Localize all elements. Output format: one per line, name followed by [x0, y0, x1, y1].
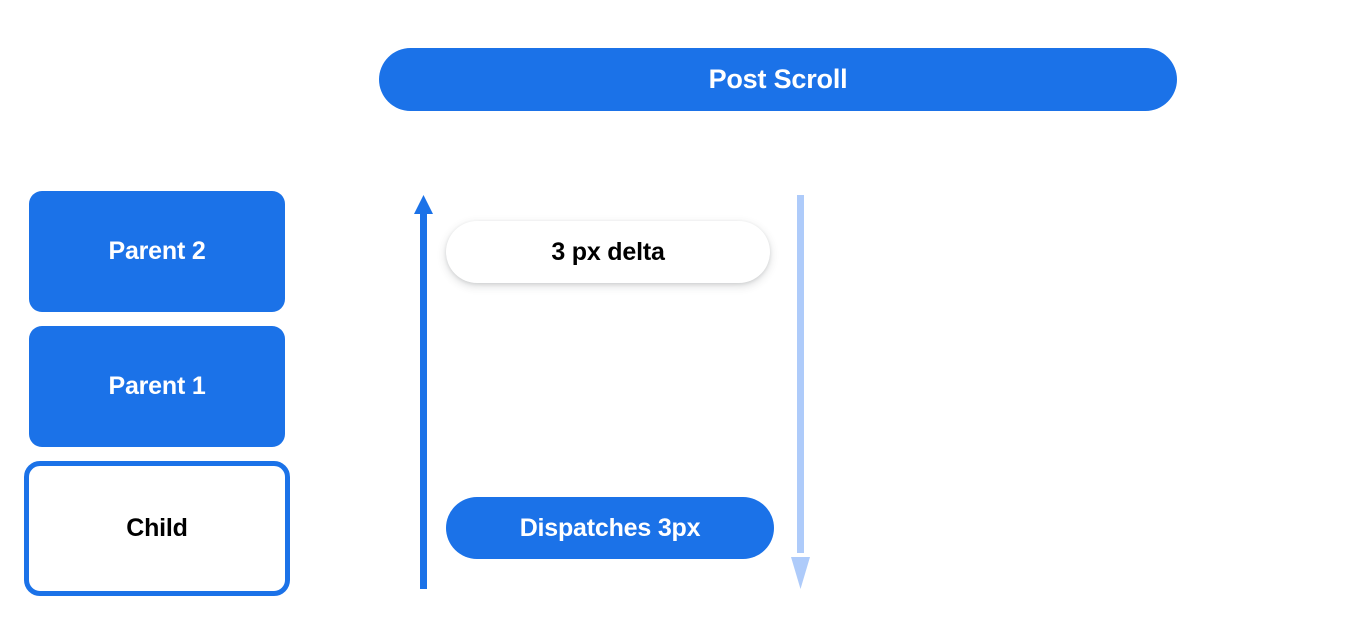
hierarchy-box-parent-1-label: Parent 1: [108, 372, 206, 400]
hierarchy-box-parent-1[interactable]: Parent 1: [29, 326, 285, 447]
hierarchy-box-parent-2-label: Parent 2: [108, 237, 206, 265]
hierarchy-box-parent-2[interactable]: Parent 2: [29, 191, 285, 312]
scroll-down-arrow-icon: [791, 195, 810, 589]
post-scroll-header-label: Post Scroll: [708, 64, 848, 94]
hierarchy-box-child-label: Child: [126, 514, 188, 542]
scroll-up-arrow-icon: [414, 195, 433, 589]
view-hierarchy-stack: Parent 2 Parent 1 Child: [24, 191, 290, 596]
scroll-flow-column: 3 px delta Dispatches 3px: [400, 190, 820, 590]
delta-pill[interactable]: 3 px delta: [446, 221, 770, 283]
post-scroll-header[interactable]: Post Scroll: [379, 48, 1177, 111]
delta-pill-label: 3 px delta: [551, 237, 665, 266]
hierarchy-box-child[interactable]: Child: [24, 461, 290, 596]
dispatch-pill-label: Dispatches 3px: [519, 513, 701, 542]
stack-divider: [24, 447, 290, 461]
dispatch-pill[interactable]: Dispatches 3px: [446, 497, 774, 559]
stack-divider: [24, 312, 290, 326]
